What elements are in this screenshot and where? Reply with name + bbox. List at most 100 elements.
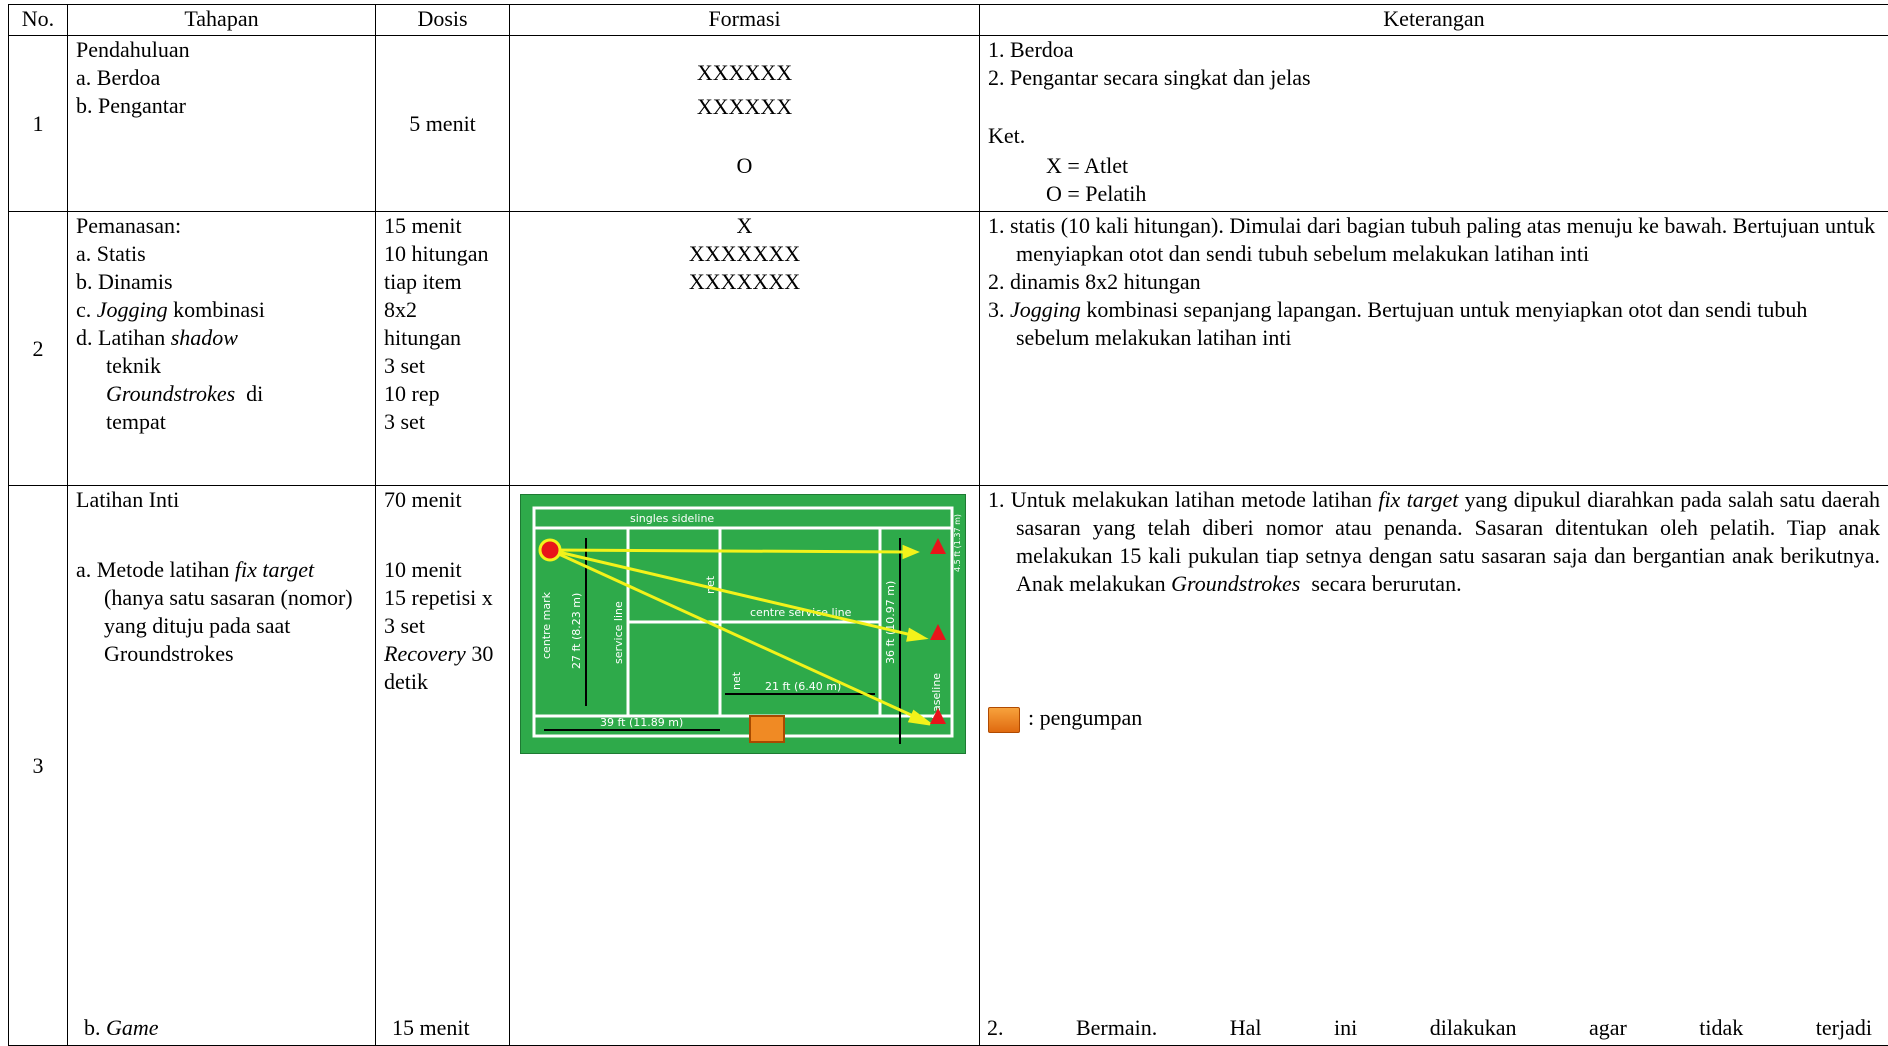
stage-item-emphasis: shadow [171,325,238,350]
dose-line: hitungan [384,324,501,352]
court-label: net [704,575,717,594]
row-number: 3 [9,486,68,1046]
note-emphasis: fix target [1378,487,1458,512]
stage-title: Pendahuluan [76,36,367,64]
legend-heading: Ket. [988,120,1880,152]
dose-line: 15 repetisi x [384,584,501,612]
table-row: 1 Pendahuluan a. Berdoa b. Pengantar 5 m… [9,36,1888,212]
note-emphasis: Jogging [1010,297,1081,322]
stage-item: a. Berdoa [76,64,367,92]
feeder-icon [988,707,1020,733]
stage-item-continuation: tempat [76,408,367,436]
stage-item: b. Dinamis [76,268,367,296]
dose-line: 3 set [384,408,501,436]
header-tahapan: Tahapan [68,5,376,36]
dose-line: detik [384,668,501,696]
tahapan-cell: Pendahuluan a. Berdoa b. Pengantar [68,36,376,212]
stage-item-emphasis: Jogging [97,297,168,322]
note-item: 3. Jogging kombinasi sepanjang lapangan.… [988,296,1880,352]
stage-item: a. Metode latihan fix target (hanya satu… [76,556,367,668]
note-prefix: 3. [988,297,1010,322]
keterangan-cell: 1. Untuk melakukan latihan metode latiha… [980,486,1888,1046]
formasi-cell: X XXXXXXX XXXXXXX [510,212,980,486]
stage-title: Latihan Inti [76,486,367,514]
header-no: No. [9,5,68,36]
note-item: 1. Untuk melakukan latihan metode latiha… [988,486,1880,598]
dosis-cell: 70 menit 10 menit 15 repetisi x 3 set Re… [376,486,510,1046]
dosis-cell: 5 menit [376,36,510,212]
tennis-court-diagram: singles sideline centre mark 27 ft (8.23… [520,494,966,754]
dosis-cell: 15 menit 10 hitungan tiap item 8x2 hitun… [376,212,510,486]
note-item: 2. dinamis 8x2 hitungan [988,268,1880,296]
dose-line: Recovery 30 [384,640,501,668]
stage-title: Pemanasan: [76,212,367,240]
stage-item: d. Latihan shadow [76,324,367,352]
header-keterangan: Keterangan [980,5,1888,36]
stage-item: b. Pengantar [76,92,367,120]
court-label: 36 ft (10.97 m) [884,581,897,664]
dose-line: tiap item [384,268,501,296]
court-label: 39 ft (11.89 m) [600,716,683,729]
dose-line: 8x2 [384,296,501,324]
formation-line: XXXXXX [518,56,971,90]
stage-item-suffix: di [235,381,263,406]
formasi-cell: singles sideline centre mark 27 ft (8.23… [510,486,980,1046]
dose-line: 10 menit [384,556,501,584]
player-marker [540,540,560,560]
note-prefix: 1. Untuk melakukan latihan metode latiha… [988,487,1378,512]
dose-line: 3 set [384,352,501,380]
coach-marker: O [518,152,971,180]
feeder-legend-label: : pengumpan [1028,705,1142,730]
legend-athlete: X = Atlet [988,152,1880,180]
stage-item-prefix: c. [76,297,97,322]
dose-line: 15 menit [384,212,501,240]
stage-item-suffix: kombinasi [168,297,265,322]
note-item: 1. Berdoa [988,36,1880,64]
dose-emphasis: Recovery [384,641,466,666]
tahapan-cell: Pemanasan: a. Statis b. Dinamis c. Joggi… [68,212,376,486]
court-label: net [730,671,743,690]
game-dose: 15 menit [392,1014,470,1042]
keterangan-cell: 1. Berdoa 2. Pengantar secara singkat da… [980,36,1888,212]
game-item: b. Game [84,1014,159,1042]
court-label: 4.5 ft (1.37 m) [953,514,962,572]
stage-item: c. Jogging kombinasi [76,296,367,324]
formation-line: XXXXXX [518,90,971,124]
court-label: singles sideline [630,512,714,525]
dose-line: 10 hitungan [384,240,501,268]
row-number: 1 [9,36,68,212]
header-formasi: Formasi [510,5,980,36]
feeder-marker [750,716,784,742]
stage-item-prefix: a. Metode latihan [76,557,235,582]
feeder-legend: : pengumpan [988,704,1880,733]
note-item: 2. Pengantar secara singkat dan jelas [988,64,1880,92]
header-dosis: Dosis [376,5,510,36]
court-label: centre mark [540,591,553,659]
header-row: No. Tahapan Dosis Formasi Keterangan [9,5,1888,36]
note-suffix: kombinasi sepanjang lapangan. Bertujuan … [1016,297,1807,350]
formation-line: XXXXXXX [518,268,971,296]
court-label: 27 ft (8.23 m) [570,593,583,669]
stage-item-emphasis: fix target [235,557,314,582]
note-emphasis: Groundstrokes [1171,571,1300,596]
table-row: 2 Pemanasan: a. Statis b. Dinamis c. Jog… [9,212,1888,486]
stage-item-emphasis: Game [106,1015,159,1040]
stage-item-continuation: Groundstrokes di [76,380,367,408]
stage-item-prefix: b. [84,1015,106,1040]
court-label: 21 ft (6.40 m) [765,680,841,693]
court-label: service line [612,601,625,664]
training-table: No. Tahapan Dosis Formasi Keterangan 1 P… [8,4,1888,1046]
stage-item: a. Statis [76,240,367,268]
stage-item-emphasis: Groundstrokes [106,381,235,406]
dose-suffix: 30 [466,641,494,666]
note-item: 1. statis (10 kali hitungan). Dimulai da… [988,212,1880,268]
dose-line: 3 set [384,612,501,640]
legend-coach: O = Pelatih [988,180,1880,208]
formation-line: XXXXXXX [518,240,971,268]
dose-line: 70 menit [384,486,501,514]
dose-line: 10 rep [384,380,501,408]
row-number: 2 [9,212,68,486]
keterangan-cell: 1. statis (10 kali hitungan). Dimulai da… [980,212,1888,486]
coach-marker: X [518,212,971,240]
stage-item-prefix: d. Latihan [76,325,171,350]
